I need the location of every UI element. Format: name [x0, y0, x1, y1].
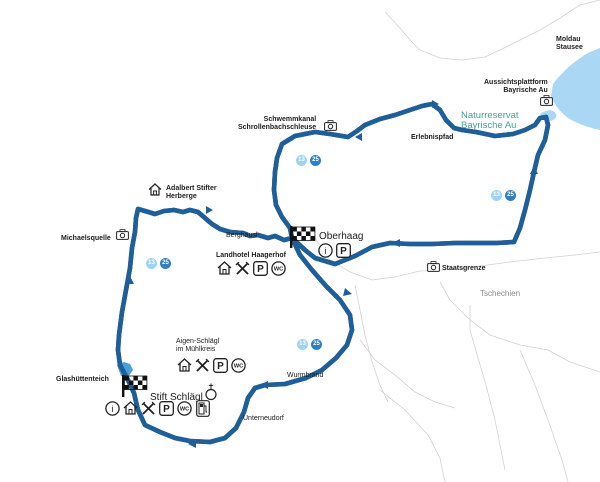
- text-unterneudorf: Unterneudorf: [243, 415, 284, 422]
- moldau-stausee-water: [551, 48, 600, 130]
- label-moldau-stausee: Moldau Stausee: [556, 36, 583, 52]
- parking-glyph: P: [340, 246, 347, 257]
- label-aussichtsplattform: Aussichtsplattform Bayrische Au: [484, 79, 548, 95]
- label-staatsgrenze: Staatsgrenze: [442, 265, 486, 273]
- label-landhotel: Landhotel Haagerhof: [216, 252, 286, 260]
- wc-glyph: WC: [180, 407, 189, 413]
- text-schwemmkanal: Schwemmkanal Schrollenbachschleuse: [238, 116, 317, 131]
- badge-13-text: 13: [148, 260, 155, 266]
- label-oberhaag: Oberhaag: [319, 231, 363, 242]
- label-tschechien: Tschechien: [480, 290, 520, 298]
- parking-glyph: P: [163, 404, 170, 415]
- text-wurmbrand: Wurmbrand: [287, 372, 324, 379]
- label-naturreservat: Naturreservat Bayrische Au: [461, 111, 519, 131]
- text-staatsgrenze: Staatsgrenze: [442, 265, 486, 272]
- badge-25-text: 25: [162, 260, 169, 266]
- badge-25-text: 25: [312, 157, 319, 163]
- text-stift: Stift Schlägl: [150, 392, 203, 403]
- parking-glyph: P: [217, 361, 224, 372]
- text-aigen: Aigen-Schlägl im Mühlkreis: [176, 338, 220, 353]
- direction-arrows: [126, 100, 538, 448]
- text-berghaeusl: Berghäusl: [226, 232, 258, 239]
- text-aussichtsplattform: Aussichtsplattform Bayrische Au: [484, 79, 548, 94]
- label-unterneudorf: Unterneudorf: [243, 415, 284, 423]
- info-glyph: i: [325, 246, 327, 256]
- parking-glyph: P: [257, 264, 264, 275]
- label-glashuettenteich: Glashüttenteich: [56, 376, 109, 384]
- text-adalbert: Adalbert Stifter Herberge: [166, 185, 217, 200]
- info-glyph: i: [112, 404, 114, 414]
- route-badge-25[interactable]: 25: [160, 258, 171, 269]
- text-landhotel: Landhotel Haagerhof: [216, 252, 287, 259]
- text-oberhaag: Oberhaag: [319, 231, 364, 242]
- text-naturreservat: Naturreservat Bayrische Au: [461, 110, 519, 131]
- badge-13-text: 13: [493, 192, 500, 198]
- badge-25-text: 25: [507, 192, 514, 198]
- label-schwemmkanal: Schwemmkanal Schrollenbachschleuse: [238, 116, 316, 132]
- label-stift-schlaegl: Stift Schlägl: [150, 392, 203, 403]
- label-berghaeusl: Berghäusl: [226, 232, 258, 240]
- bike-route: [115, 101, 551, 445]
- label-aigen-schlaegl: Aigen-Schlägl im Mühlkreis: [176, 338, 219, 354]
- text-moldau: Moldau Stausee: [556, 36, 583, 51]
- text-glashuettenteich: Glashüttenteich: [56, 376, 109, 383]
- route-badge-13[interactable]: 13: [491, 190, 502, 201]
- route-badge-13[interactable]: 13: [297, 339, 308, 350]
- route-badge-25[interactable]: 25: [311, 339, 322, 350]
- text-tschechien: Tschechien: [480, 289, 521, 298]
- text-michaelsquelle: Michaelsquelle: [61, 235, 111, 242]
- label-erlebnispfad: Erlebnispfad: [411, 134, 453, 142]
- badge-13-text: 13: [299, 341, 306, 347]
- route-badge-13[interactable]: 13: [296, 155, 307, 166]
- wc-glyph: WC: [234, 364, 243, 370]
- badge-25-text: 25: [313, 341, 320, 347]
- route-badge-13[interactable]: 13: [146, 258, 157, 269]
- border-lines: [314, 0, 600, 482]
- wc-glyph: WC: [274, 267, 283, 273]
- text-erlebnispfad: Erlebnispfad: [411, 134, 454, 141]
- label-michaelsquelle: Michaelsquelle: [61, 235, 111, 243]
- label-adalbert-stifter: Adalbert Stifter Herberge: [166, 185, 217, 201]
- route-badge-25[interactable]: 25: [310, 155, 321, 166]
- badge-13-text: 13: [298, 157, 305, 163]
- label-wurmbrand: Wurmbrand: [287, 372, 323, 380]
- route-badge-25[interactable]: 25: [505, 190, 516, 201]
